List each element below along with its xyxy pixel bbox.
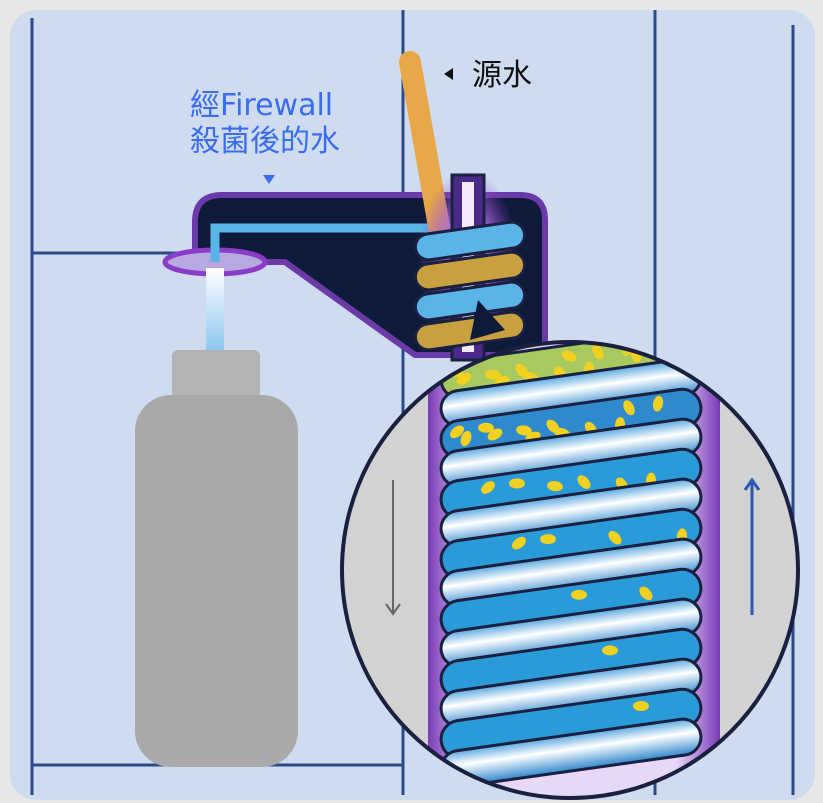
filtered-water-label-line2: 殺菌後的水 xyxy=(190,124,340,159)
bacteria-mark xyxy=(450,425,464,439)
bacteria-mark xyxy=(547,481,563,492)
bacteria-mark xyxy=(577,475,591,489)
bacteria-mark xyxy=(639,586,653,601)
bacteria-mark xyxy=(571,589,587,600)
bacteria-mark xyxy=(592,344,604,360)
bacteria-mark xyxy=(478,422,494,433)
bacteria-mark xyxy=(561,350,577,362)
uv-coil-small xyxy=(413,170,527,362)
zoom-pointer xyxy=(470,300,505,340)
filtered-water-label-line1: 經Firewall xyxy=(190,88,334,123)
bacteria-mark xyxy=(460,430,472,447)
bacteria-mark xyxy=(623,400,635,416)
bacteria-mark xyxy=(540,534,556,545)
bacteria-mark xyxy=(487,428,503,441)
filtered-pointer-icon xyxy=(263,175,275,184)
source-water-label: 源水 xyxy=(472,58,532,93)
down-flow-arrow xyxy=(385,480,401,616)
bacteria-mark xyxy=(608,530,622,545)
bacteria-mark xyxy=(512,536,526,550)
bacteria-mark xyxy=(456,372,472,385)
water-bottle xyxy=(135,350,298,767)
filtered-water-label: 經Firewall 殺菌後的水 xyxy=(190,88,340,160)
bacteria-mark xyxy=(481,481,495,494)
bacteria-mark xyxy=(485,369,501,380)
bacteria-mark xyxy=(652,395,664,412)
water-stream xyxy=(206,268,224,350)
source-pointer-icon xyxy=(444,68,453,80)
magnified-coil-view xyxy=(340,340,800,800)
bacteria-mark xyxy=(516,425,532,436)
bacteria-mark xyxy=(633,701,649,712)
filtered-water-tube xyxy=(210,223,470,262)
bacteria-mark xyxy=(602,645,618,656)
bacteria-mark xyxy=(509,478,525,489)
up-flow-arrow xyxy=(743,477,761,615)
